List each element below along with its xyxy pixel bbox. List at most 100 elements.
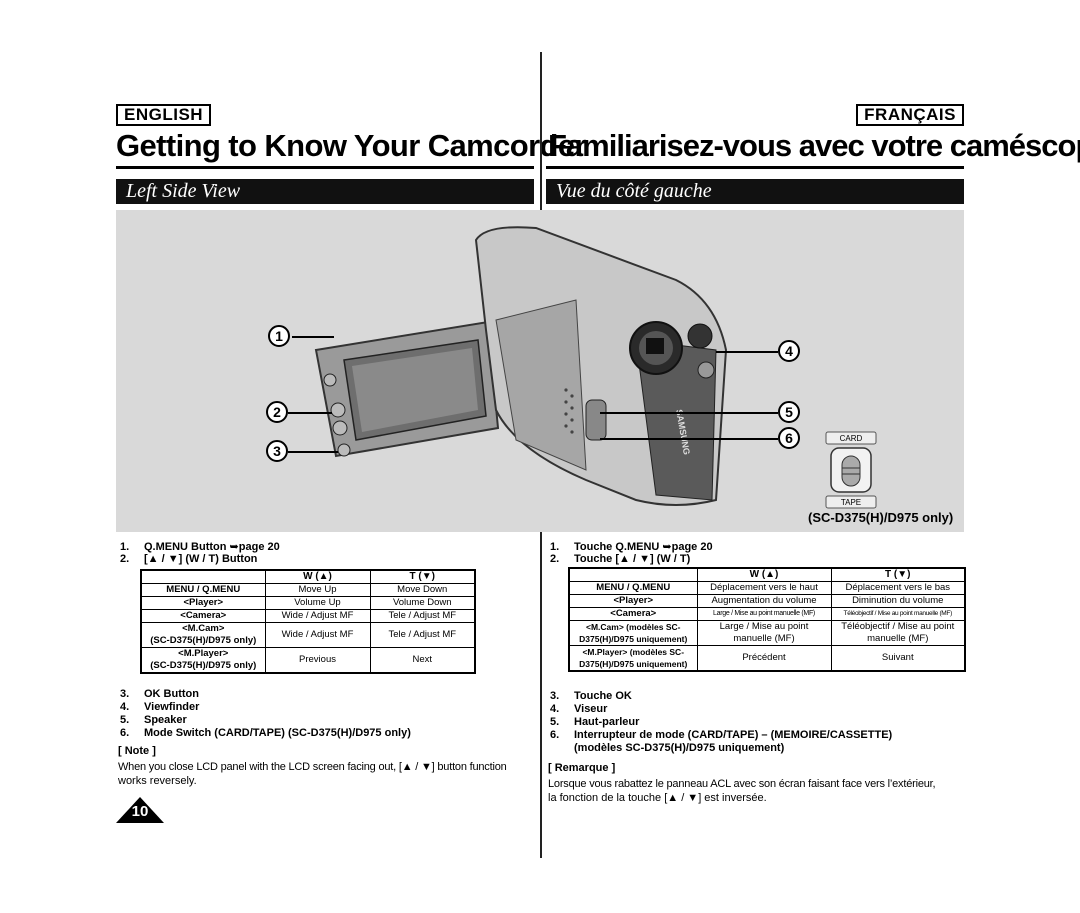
en-item-1-num: 1. [120, 541, 130, 553]
fr-row-mplayer-label-1: <M.Player> (modèles SC- [582, 647, 685, 657]
callout-line-2 [288, 412, 332, 414]
fr-item-6-num: 6. [550, 729, 560, 741]
fr-row-mplayer-label: <M.Player> (modèles SC-D375(H)/D975 uniq… [568, 645, 698, 672]
en-item-2-num: 2. [120, 553, 130, 565]
en-row-mcam-label-1: <M.Cam> [182, 623, 225, 634]
en-row-player-label: <Player> [140, 596, 266, 610]
fr-table-header-blank [568, 567, 698, 582]
callout-3: 3 [266, 440, 288, 462]
en-row-mplayer-label: <M.Player>(SC-D375(H)/D975 only) [140, 647, 266, 674]
en-button-table: W (▲) T (▼) MENU / Q.MENU Move Up Move D… [140, 569, 476, 674]
fr-item-5-text: Haut-parleur [574, 716, 640, 728]
fr-row-mcam-label-2: D375(H)/D975 uniquement) [579, 634, 688, 644]
fr-item-2-num: 2. [550, 553, 560, 565]
en-row-mplayer-label-1: <M.Player> [178, 648, 229, 659]
en-item-6-num: 6. [120, 727, 130, 739]
fr-note-line-1: Lorsque vous rabattez le panneau ACL ave… [548, 778, 936, 790]
fr-row-player-w: Augmentation du volume [696, 594, 832, 608]
en-row-mplayer-label-2: (SC-D375(H)/D975 only) [150, 660, 257, 671]
fr-row-player-t: Diminution du volume [830, 594, 966, 608]
lcd-panel [314, 320, 500, 458]
callout-6: 6 [778, 427, 800, 449]
title-english: Getting to Know Your Camcorder [116, 128, 587, 163]
fr-row-mplayer-w: Précédent [696, 645, 832, 672]
page-number-triangle [116, 797, 164, 823]
fr-table-header-w: W (▲) [696, 567, 832, 582]
viewfinder [629, 321, 715, 379]
fr-row-mcam-w-2: manuelle (MF) [733, 633, 795, 644]
en-table-header-t: T (▼) [369, 569, 476, 584]
mode-switch-inset: CARD TAPE [825, 431, 877, 509]
callout-line-3 [288, 451, 338, 453]
callout-4: 4 [778, 340, 800, 362]
page-number: 10 [131, 803, 149, 820]
callout-1: 1 [268, 325, 290, 347]
en-item-4-num: 4. [120, 701, 130, 713]
fr-item-6: 6. Interrupteur de mode (CARD/TAPE) – (ME… [550, 729, 892, 741]
fr-table-header-t: T (▼) [830, 567, 966, 582]
fr-note-heading: [ Remarque ] [548, 762, 616, 774]
fr-item-6-cont: (modèles SC-D375(H)/D975 uniquement) [550, 742, 784, 754]
en-table-header-w: W (▲) [264, 569, 371, 584]
section-title-english: Left Side View [116, 179, 534, 204]
fr-row-mcam-w-1: Large / Mise au point [719, 621, 809, 632]
fr-row-camera-w: Large / Mise au point manuelle (MF) [696, 607, 832, 621]
title-rule-french [546, 166, 964, 169]
en-row-menu-t: Move Down [369, 583, 476, 597]
fr-row-camera-t: Téléobjectif / Mise au point manuelle (M… [830, 607, 966, 621]
model-only-label: (SC-D375(H)/D975 only) [808, 510, 954, 525]
en-row-mcam-label: <M.Cam>(SC-D375(H)/D975 only) [140, 622, 266, 648]
fr-row-camera-label: <Camera> [568, 607, 698, 621]
callout-line-4 [716, 351, 778, 353]
fr-item-2-text: Touche [▲ / ▼] (W / T) [574, 553, 691, 565]
en-note-line-2: works reversely. [118, 775, 197, 787]
callout-line-6 [600, 438, 778, 440]
callout-2: 2 [266, 401, 288, 423]
en-row-mcam-t: Tele / Adjust MF [369, 622, 476, 648]
fr-item-1-num: 1. [550, 541, 560, 553]
model-only-text: SC-D375(H)/D975 only) [812, 510, 954, 525]
fr-row-menu-w: Déplacement vers le haut [696, 581, 832, 595]
callout-5: 5 [778, 401, 800, 423]
en-row-player-t: Volume Down [369, 596, 476, 610]
en-item-4: 4.Viewfinder [120, 701, 199, 713]
fr-item-6-text: Interrupteur de mode (CARD/TAPE) – (MEMO… [574, 729, 893, 741]
fr-note-line-2: la fonction de la touche [▲ / ▼] est inv… [548, 792, 767, 804]
en-row-camera-label: <Camera> [140, 609, 266, 623]
en-item-5: 5.Speaker [120, 714, 187, 726]
fr-item-6-cont-text: (modèles SC-D375(H)/D975 uniquement) [574, 742, 785, 754]
fr-item-1: 1. Touche Q.MENU ➥page 20 [550, 540, 713, 553]
fr-row-menu-label: MENU / Q.MENU [568, 581, 698, 595]
switch-card-label: CARD [840, 434, 863, 443]
en-item-5-num: 5. [120, 714, 130, 726]
en-item-6: 6.Mode Switch (CARD/TAPE) (SC-D375(H)/D9… [120, 727, 411, 739]
en-item-1: 1.Q.MENU Button ➥page 20 [120, 540, 280, 553]
fr-item-5: 5. Haut-parleur [550, 716, 639, 728]
en-row-mcam-label-2: (SC-D375(H)/D975 only) [150, 635, 257, 646]
en-note-heading: [ Note ] [118, 745, 156, 757]
fr-item-4-text: Viseur [574, 703, 608, 715]
en-item-2-text: [▲ / ▼] (W / T) Button [144, 553, 258, 565]
en-row-mplayer-t: Next [369, 647, 476, 674]
fr-row-mplayer-t: Suivant [830, 645, 966, 672]
callout-line-1 [292, 336, 334, 338]
en-row-menu-label: MENU / Q.MENU [140, 583, 266, 597]
fr-button-table: W (▲) T (▼) MENU / Q.MENU Déplacement ve… [568, 567, 966, 672]
en-item-2: 2. [▲ / ▼] (W / T) Button [120, 553, 257, 565]
callout-line-5 [600, 412, 778, 414]
camcorder-figure: SAMSUNG CARD TAPE [116, 210, 964, 532]
fr-item-1-text: Touche Q.MENU ➥page 20 [574, 541, 713, 553]
fr-row-mcam-t-2: manuelle (MF) [867, 633, 929, 644]
fr-item-4-num: 4. [550, 703, 560, 715]
french-label: FRANÇAIS [856, 104, 964, 126]
en-row-camera-t: Tele / Adjust MF [369, 609, 476, 623]
fr-item-3: 3.Touche OK [550, 690, 632, 702]
fr-item-5-num: 5. [550, 716, 560, 728]
section-title-french: Vue du côté gauche [546, 179, 964, 204]
fr-row-mcam-t-1: Téléobjectif / Mise au point [841, 621, 955, 632]
fr-row-mcam-label: <M.Cam> (modèles SC-D375(H)/D975 uniquem… [568, 620, 698, 646]
en-item-3-text: OK Button [144, 688, 199, 700]
en-row-mplayer-w: Previous [264, 647, 371, 674]
